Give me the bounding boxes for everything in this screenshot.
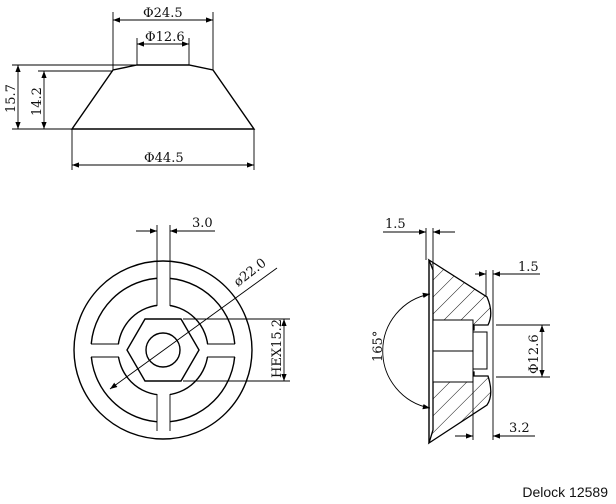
profile-view: Φ24.5 Φ12.6 15.7 14.2 Φ44.5 — [4, 6, 256, 170]
hex-outline — [126, 318, 200, 382]
front-view: 3.0 ø22.0 HEX15.2 — [73, 216, 290, 440]
dim-bore: Φ12.6 — [527, 334, 542, 374]
dim-angle: 165° — [371, 331, 386, 362]
dim-total-height: 15.7 — [4, 84, 19, 113]
profile-outline — [70, 64, 256, 130]
dim-inner-top: Φ12.6 — [145, 30, 185, 45]
section-view: 1.5 1.5 165° Φ12.6 3.2 — [371, 217, 550, 445]
dim-diameter: ø22.0 — [231, 256, 269, 290]
dim-wall-left: 1.5 — [385, 217, 406, 232]
dim-outer-top: Φ24.5 — [143, 6, 183, 21]
dim-wall-right: 1.5 — [518, 260, 539, 275]
product-caption: Delock 12589 — [522, 484, 608, 500]
dim-depth: 3.2 — [509, 421, 530, 436]
dim-rib-width: 3.0 — [192, 216, 213, 231]
dim-body-height: 14.2 — [30, 87, 45, 116]
dim-base: Φ44.5 — [144, 151, 184, 166]
dim-hex: HEX15.2 — [270, 319, 285, 378]
